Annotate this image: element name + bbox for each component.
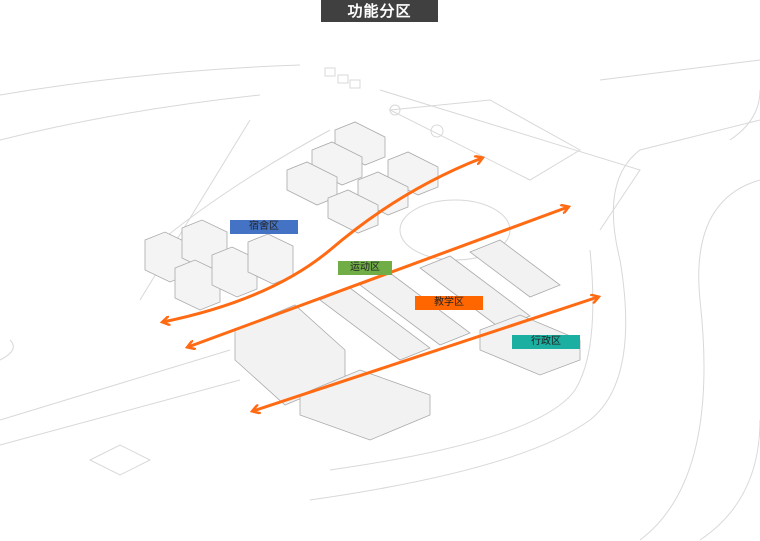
zone-label-teaching: 教学区: [415, 296, 483, 310]
zone-label-sports: 运动区: [338, 261, 392, 275]
page-title: 功能分区: [321, 0, 438, 22]
zone-label-dormitory: 宿舍区: [230, 220, 298, 234]
zone-label-admin: 行政区: [512, 335, 580, 349]
arrow-teaching-admin: [253, 297, 598, 411]
